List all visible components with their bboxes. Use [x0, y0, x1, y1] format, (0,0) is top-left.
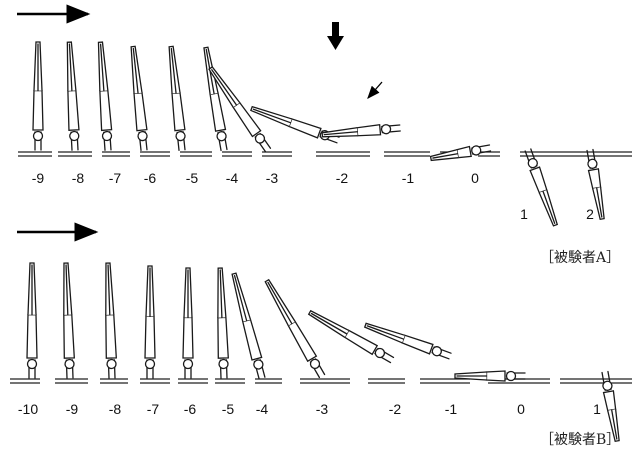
frame-label: -3: [316, 401, 329, 417]
bar-segment: [102, 152, 130, 156]
gymnast-figure: [229, 272, 267, 379]
bar-segment: [222, 152, 252, 156]
gymnast-figure: [166, 46, 187, 150]
frame-label: -5: [186, 170, 199, 186]
frame-label: -4: [226, 170, 239, 186]
frame-label: -5: [222, 401, 235, 417]
subject-a-label: ［被験者A］: [540, 250, 620, 266]
gymnast-figure: [145, 266, 155, 378]
frame-label: 1: [520, 206, 528, 222]
bar-segment: [58, 152, 92, 156]
frame-label: -6: [184, 401, 197, 417]
frame-label: -2: [336, 170, 349, 186]
frame-label: 0: [517, 401, 525, 417]
frame-label: 1: [593, 401, 601, 417]
gymnast-figure: [27, 263, 37, 378]
frame-label: -8: [109, 401, 122, 417]
bold-down-arrow: [327, 22, 344, 50]
bar-segment: [316, 152, 370, 156]
frame-label: 0: [471, 170, 479, 186]
gymnast-figure: [103, 263, 117, 378]
bar-segment: [262, 152, 292, 156]
row-a-bars: [18, 152, 632, 156]
frame-label: -7: [109, 170, 122, 186]
row-b-bars: [10, 379, 632, 383]
frame-label: -3: [266, 170, 279, 186]
bar-segment: [140, 379, 170, 383]
subject-b-label: ［被験者B］: [540, 432, 620, 448]
bar-segment: [300, 379, 350, 383]
gymnast-figure: [61, 263, 75, 378]
bar-segment: [420, 379, 470, 383]
gymnast-figure: [33, 42, 43, 150]
frame-label: -6: [144, 170, 157, 186]
bar-segment: [140, 152, 170, 156]
row-a-figures: [33, 42, 607, 227]
bar-segment: [55, 379, 88, 383]
gymnast-figure: [128, 46, 149, 150]
bar-segment: [10, 379, 40, 383]
bar-segment: [178, 379, 208, 383]
bar-segment: [180, 152, 212, 156]
gymnast-figure: [183, 268, 193, 378]
gymnast-figure: [64, 42, 80, 150]
frame-label: -1: [445, 401, 458, 417]
bar-segment: [560, 379, 632, 383]
bar-segment: [384, 152, 430, 156]
gymnast-figure: [430, 143, 491, 163]
frame-label: -9: [66, 401, 79, 417]
frame-label: 2: [586, 206, 594, 222]
thin-diagonal-arrow: [368, 82, 382, 98]
gymnast-figure: [201, 47, 229, 151]
gymnast-figure: [215, 268, 229, 378]
bar-segment: [520, 152, 632, 156]
gymnast-figure: [322, 123, 401, 140]
frame-label: -2: [389, 401, 402, 417]
bar-segment: [100, 379, 128, 383]
gymnast-figure: [95, 42, 113, 150]
bar-segment: [255, 379, 282, 383]
gymnast-figure: [307, 308, 394, 364]
frame-label: -4: [256, 401, 269, 417]
bar-segment: [18, 152, 52, 156]
frame-label: -9: [32, 170, 45, 186]
gymnast-figure: [263, 278, 327, 378]
frame-label: -10: [18, 401, 38, 417]
bar-segment: [368, 379, 405, 383]
gymnast-figure: [523, 148, 560, 227]
row-a-frame-labels: -9 -8 -7 -6 -5 -4 -3 -2 -1 0 1 2: [32, 170, 594, 222]
frame-label: -8: [72, 170, 85, 186]
frame-label: -1: [402, 170, 415, 186]
bar-segment: [215, 379, 245, 383]
frame-label: -7: [147, 401, 160, 417]
